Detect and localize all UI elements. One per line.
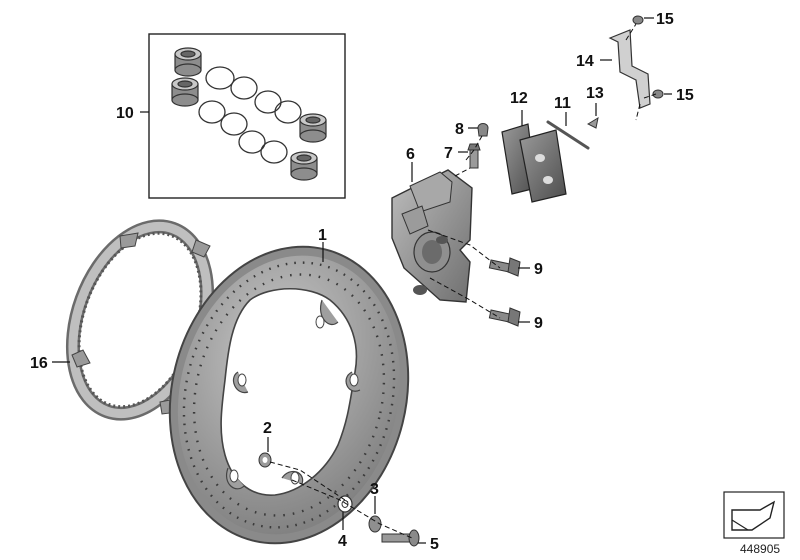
callout-2: 2 bbox=[263, 420, 272, 437]
callout-10: 10 bbox=[116, 105, 134, 122]
callout-9-bottom: 9 bbox=[534, 315, 543, 332]
piston-kit-frame bbox=[148, 33, 346, 199]
piston-and-seal-kit bbox=[171, 47, 327, 181]
callout-3: 3 bbox=[370, 481, 379, 498]
bleed-valve bbox=[467, 143, 481, 169]
callout-11: 11 bbox=[554, 95, 571, 112]
brake-disc bbox=[168, 245, 410, 545]
washer bbox=[337, 495, 353, 513]
caliper-mounting-bolt-top bbox=[488, 257, 521, 277]
callout-labels: 1 2 3 4 5 6 7 8 9 9 10 11 12 13 14 15 15… bbox=[30, 11, 694, 553]
disc-bolt bbox=[381, 529, 420, 547]
callout-16: 16 bbox=[30, 355, 48, 372]
brake-caliper bbox=[391, 169, 473, 303]
leader-lines bbox=[52, 17, 672, 544]
callout-7: 7 bbox=[444, 145, 453, 162]
callout-13: 13 bbox=[586, 85, 604, 102]
spring-clip bbox=[586, 116, 599, 129]
bracket bbox=[608, 29, 651, 109]
bleed-valve-cap bbox=[477, 123, 489, 137]
callout-12: 12 bbox=[510, 90, 528, 107]
callout-6: 6 bbox=[406, 146, 415, 163]
screw-right bbox=[652, 89, 664, 99]
brake-pads bbox=[501, 123, 567, 203]
caliper-mounting-bolt-bottom bbox=[488, 307, 521, 327]
reference-box bbox=[723, 491, 785, 539]
callout-4: 4 bbox=[338, 533, 347, 550]
callout-14: 14 bbox=[576, 53, 594, 70]
diagram-id: 448905 bbox=[740, 542, 780, 556]
callout-5: 5 bbox=[430, 536, 439, 553]
pad-retaining-pin bbox=[546, 120, 590, 150]
callout-15-right: 15 bbox=[676, 87, 694, 104]
callout-1: 1 bbox=[318, 227, 327, 244]
callout-8: 8 bbox=[455, 121, 464, 138]
screw-top bbox=[632, 15, 644, 25]
disc-washer bbox=[258, 452, 272, 468]
callout-15-top: 15 bbox=[656, 11, 674, 28]
assembly-lines bbox=[269, 23, 657, 539]
callout-9-top: 9 bbox=[534, 261, 543, 278]
